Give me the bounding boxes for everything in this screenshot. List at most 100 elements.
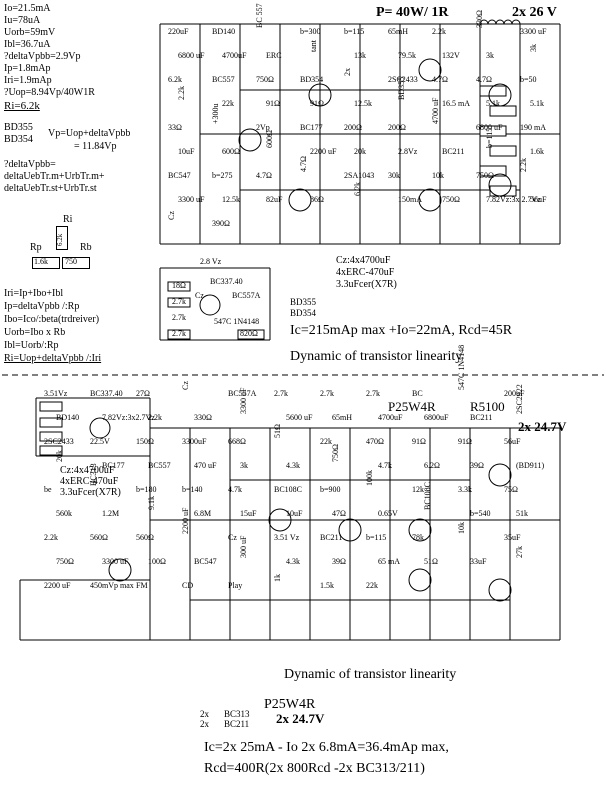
component-label: 100Ω <box>148 557 166 566</box>
transistor-symbol <box>288 188 312 212</box>
inductor-symbol <box>487 19 497 25</box>
component-label: 65mH <box>332 413 352 422</box>
component-label: 9.1k <box>147 496 156 510</box>
component-label: 150Ω <box>136 437 154 446</box>
component-label: 3.3k <box>458 485 472 494</box>
component-label: 750Ω <box>476 171 494 180</box>
transistor-symbol <box>308 83 332 107</box>
note-line: ?deltaVpbb=2.9Vp <box>4 51 81 62</box>
resistor-symbol <box>479 125 507 137</box>
component-label: 2.2k <box>44 533 58 542</box>
component-label: 6800uF <box>424 413 449 422</box>
component-label: 78k <box>412 533 424 542</box>
component-label: 2.7k <box>320 389 334 398</box>
component-label: 2200 uF <box>44 581 71 590</box>
component-label: 560k <box>56 509 72 518</box>
component-label: 4.7Ω <box>432 75 448 84</box>
transistor-symbol <box>268 508 292 532</box>
component-label: BC337.40 <box>90 389 123 398</box>
resistor-rb <box>62 257 90 269</box>
note-delta-line: deltaUebTr.m+UrbTr.m+ <box>4 171 105 182</box>
component-label: BC557A <box>232 291 261 300</box>
component-label: 91Ω <box>412 437 426 446</box>
note-line: Iu=78uA <box>4 15 41 26</box>
component-label: 91Ω <box>266 99 280 108</box>
component-label: 12.5k <box>222 195 240 204</box>
component-label: 20k <box>55 450 64 462</box>
eq-line: Ibl=Uorb/:Rp <box>4 340 59 351</box>
eq-line: Ip=deltaVpbb /:Rp <box>4 301 80 312</box>
resistor-symbol <box>237 329 265 340</box>
amp1-cz-note: 3.3uFcer(X7R) <box>336 279 397 290</box>
component-label: 4.7k <box>378 461 392 470</box>
component-label: 6.2Ω <box>424 461 440 470</box>
component-label: BC211 <box>320 533 343 542</box>
transistor-symbol <box>89 417 111 439</box>
amp1-bd354: BD354 <box>290 308 317 318</box>
component-label: 600Ω <box>265 130 274 148</box>
component-label: 2.8Vz <box>398 147 418 156</box>
component-label: 33Ω <box>168 123 182 132</box>
component-label: b=180 <box>136 485 157 494</box>
component-label: 6.2k <box>168 75 182 84</box>
component-label: BC108C <box>274 485 303 494</box>
inductor-symbol <box>511 19 521 25</box>
amp1-bd355: BD355 <box>290 297 317 307</box>
note-line: Iri=1.9mAp <box>4 75 52 86</box>
component-label: 1.2M <box>102 509 120 518</box>
component-label: 4.3k <box>286 557 300 566</box>
component-label: b=900 <box>320 485 341 494</box>
component-label: tant <box>309 40 318 52</box>
note-line: Ibl=36.7uA <box>4 39 51 50</box>
note-delta-title: ?deltaVpbb= <box>4 159 56 170</box>
component-label: 65 mA <box>378 557 400 566</box>
component-label: BC177 <box>300 123 323 132</box>
resistor-symbol <box>39 401 63 412</box>
component-label: 560Ω <box>136 533 154 542</box>
component-label: 2.7k <box>274 389 288 398</box>
component-label: 7.82Vz:3x 2.7Vz <box>486 195 541 204</box>
component-label: 2.2k <box>519 158 528 172</box>
eq-line: Ibo=Ico/:beta(trdreiver) <box>4 314 100 325</box>
component-label: 35uF <box>504 533 521 542</box>
component-label: 10uF <box>178 147 195 156</box>
amp2-title: P25W4R <box>388 399 436 414</box>
amp1-caption: Dynamic of transistor linearity <box>290 349 463 364</box>
amp2-cz-note: Cz:4x4700uF <box>60 465 115 476</box>
component-label: 4.7k <box>228 485 242 494</box>
resistor-symbol <box>39 417 63 428</box>
rp-label: Rp <box>30 242 42 253</box>
component-label: BC <box>412 389 423 398</box>
footer-spec-line: Rcd=400R(2x 800Rcd -2x BC313/211) <box>204 761 425 776</box>
component-label: BC177 <box>102 461 125 470</box>
component-label: 132V <box>442 51 460 60</box>
transistor-symbol <box>199 294 221 316</box>
component-label: 12.5k <box>354 99 372 108</box>
component-label: 91Ω <box>458 437 472 446</box>
eq-line: Ri=Uop+deltaVpbb /:Iri <box>4 353 102 364</box>
component-label: Play <box>228 581 243 590</box>
component-label: BD140 <box>56 413 80 422</box>
component-label: 4.3k <box>286 461 300 470</box>
component-label: BC313 <box>89 463 98 486</box>
component-label: 10k <box>457 522 466 534</box>
component-label: b=540 <box>470 509 491 518</box>
rb-value: 750 <box>65 257 77 266</box>
component-label: 5.1k <box>530 99 544 108</box>
component-label: b=115 <box>485 127 494 148</box>
component-label: 4.7Ω <box>476 75 492 84</box>
component-label: Cz <box>195 291 204 300</box>
note-line: Uorb=59mV <box>4 27 56 38</box>
note-line: ?Uop=8.94Vp/40W1R <box>4 87 95 98</box>
component-label: 4.7Ω <box>256 171 272 180</box>
component-label: 100k <box>365 470 374 486</box>
footer-2x: 2x <box>200 709 209 719</box>
note-bd355: BD355 <box>4 122 33 133</box>
component-label: BC 557 <box>255 3 264 28</box>
component-label: 2x <box>343 68 352 76</box>
component-label: 2.8 Vz <box>200 257 222 266</box>
component-label: 200Ω <box>388 123 406 132</box>
resistor-symbol <box>39 445 63 456</box>
component-label: 2.2k <box>432 27 446 36</box>
